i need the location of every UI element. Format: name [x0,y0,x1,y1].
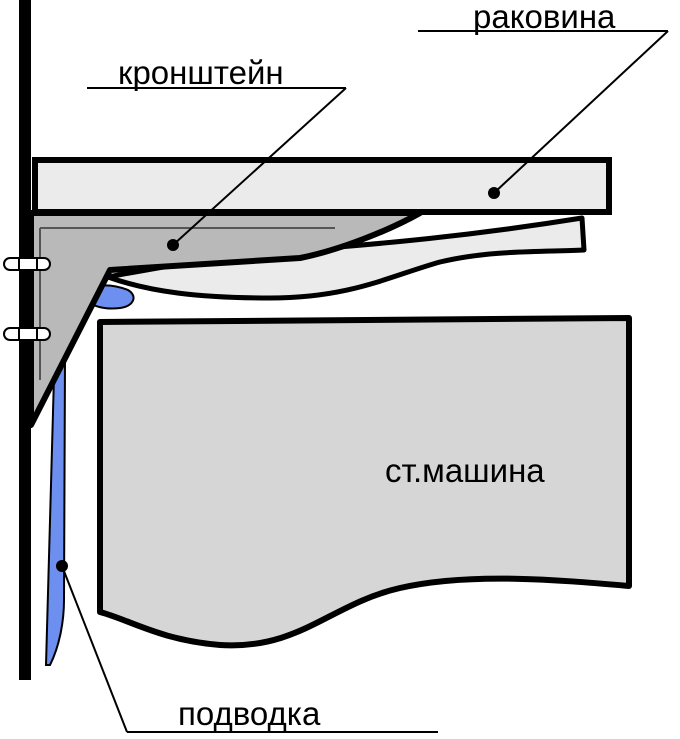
wall-bolt-lower [3,327,51,341]
label-bracket: кронштейн [118,54,284,91]
leader-supply [56,560,438,733]
leader-bracket [87,87,347,251]
washing-machine [97,315,632,649]
label-washing-machine: ст.машина [385,452,545,489]
wall-bolt-upper [3,257,51,271]
bracket [28,210,423,428]
label-supply: подводка [178,695,321,732]
bracket-inner-edge [39,227,335,380]
sink-countertop [32,157,612,215]
label-sink: раковина [473,0,616,35]
leader-sink [418,30,669,199]
supply-pipe [44,336,67,666]
